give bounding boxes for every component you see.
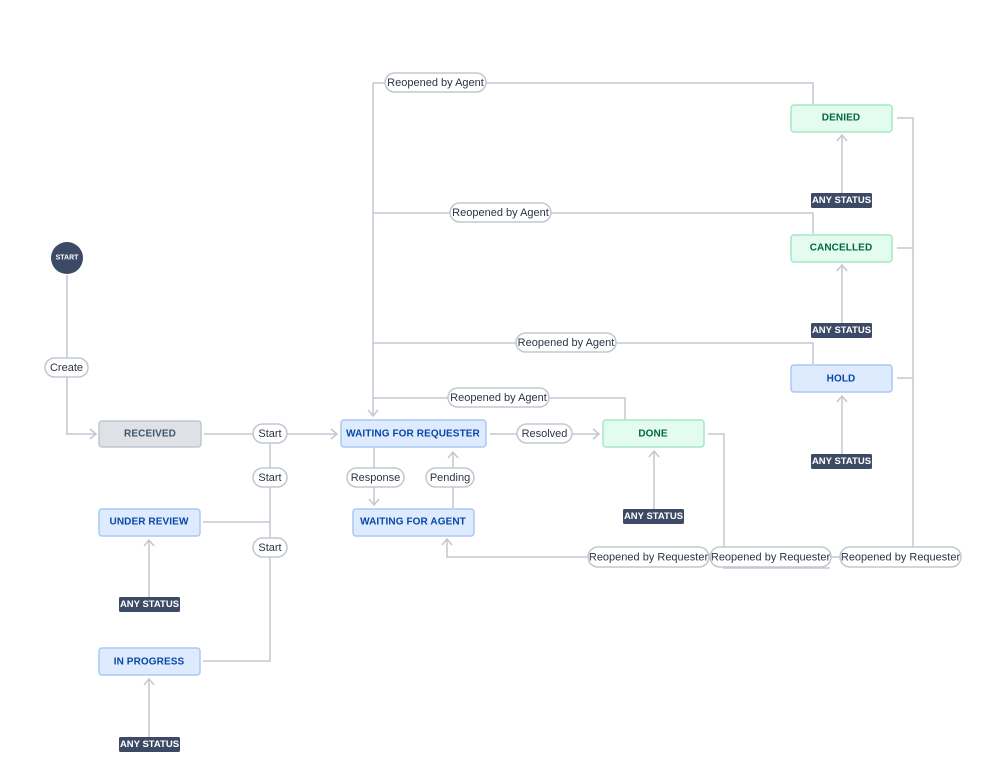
status-done[interactable]: DONE: [602, 419, 705, 448]
transition-label: Start: [258, 472, 281, 484]
status-received[interactable]: RECEIVED: [98, 420, 202, 448]
edge-agent-denied: [373, 82, 814, 104]
arrow-resolved: [592, 428, 601, 440]
status-label: HOLD: [827, 374, 856, 385]
transition-reopened-by-agent-4[interactable]: Reopened by Agent: [447, 387, 550, 408]
transition-reopened-by-requester-2[interactable]: Reopened by Requester: [709, 546, 832, 568]
transition-start-1[interactable]: Start: [252, 423, 288, 444]
any-status-label: ANY STATUS: [812, 325, 871, 336]
status-cancelled[interactable]: CANCELLED: [790, 234, 893, 263]
edge-start-2: [203, 434, 271, 662]
transition-label: Reopened by Agent: [518, 337, 615, 349]
any-status-in-progress[interactable]: ANY STATUS: [119, 737, 180, 752]
status-under-review[interactable]: UNDER REVIEW: [98, 508, 201, 537]
arrow-pending: [447, 450, 459, 459]
arrow-any-cancelled: [836, 263, 848, 272]
any-status-cancelled[interactable]: ANY STATUS: [811, 323, 872, 338]
arrow-response: [368, 498, 380, 507]
any-status-label: ANY STATUS: [812, 456, 871, 467]
arrow-create: [89, 428, 98, 440]
any-status-label: ANY STATUS: [120, 739, 179, 750]
status-waiting-for-requester[interactable]: WAITING FOR REQUESTER: [340, 419, 487, 448]
transition-label: Resolved: [522, 428, 568, 440]
arrow-start-1: [330, 428, 339, 440]
transition-reopened-by-agent-3[interactable]: Reopened by Agent: [515, 332, 617, 353]
any-status-label: ANY STATUS: [120, 599, 179, 610]
any-status-hold[interactable]: ANY STATUS: [811, 454, 872, 469]
status-label: WAITING FOR REQUESTER: [346, 429, 480, 440]
start-circle: [51, 242, 83, 274]
arrow-any-under-review: [143, 538, 155, 547]
transition-label: Response: [351, 472, 401, 484]
status-label: DONE: [638, 429, 668, 440]
start-node[interactable]: START: [51, 242, 83, 274]
arrow-any-denied: [836, 133, 848, 142]
any-status-label: ANY STATUS: [624, 511, 683, 522]
status-label: RECEIVED: [124, 429, 176, 440]
status-label: CANCELLED: [810, 243, 873, 254]
status-label: DENIED: [822, 113, 860, 124]
transition-label: Start: [258, 542, 281, 554]
transition-pending[interactable]: Pending: [425, 467, 475, 488]
arrow-any-done: [648, 449, 660, 458]
transition-reopened-by-requester-3[interactable]: Reopened by Requester: [839, 546, 962, 568]
status-label: WAITING FOR AGENT: [360, 517, 466, 528]
transition-label: Reopened by Agent: [387, 77, 484, 89]
status-waiting-for-agent[interactable]: WAITING FOR AGENT: [352, 508, 475, 537]
arrow-any-hold: [836, 394, 848, 403]
any-status-denied[interactable]: ANY STATUS: [811, 193, 872, 208]
any-status-label: ANY STATUS: [812, 195, 871, 206]
any-status-under-review[interactable]: ANY STATUS: [119, 597, 180, 612]
edge-create: [66, 275, 96, 435]
transition-start-2[interactable]: Start: [252, 467, 288, 488]
transition-label: Reopened by Requester: [841, 552, 961, 564]
transition-label: Reopened by Agent: [452, 207, 549, 219]
status-label: IN PROGRESS: [114, 657, 185, 668]
transition-resolved[interactable]: Resolved: [516, 423, 573, 444]
transition-label: Pending: [430, 472, 470, 484]
transition-start-3[interactable]: Start: [252, 537, 288, 558]
arrow-requester: [441, 537, 453, 546]
status-in-progress[interactable]: IN PROGRESS: [98, 647, 201, 676]
transition-reopened-by-requester-1[interactable]: Reopened by Requester: [587, 546, 710, 568]
transition-label: Reopened by Requester: [589, 552, 709, 564]
transition-create[interactable]: Create: [44, 357, 89, 378]
transition-reopened-by-agent-2[interactable]: Reopened by Agent: [449, 202, 552, 223]
transition-response[interactable]: Response: [346, 467, 405, 488]
edge-agent-cancelled: [373, 212, 814, 234]
status-label: UNDER REVIEW: [110, 517, 189, 528]
transition-reopened-by-agent-1[interactable]: Reopened by Agent: [384, 72, 487, 93]
transition-label: Create: [50, 362, 83, 374]
any-status-done[interactable]: ANY STATUS: [623, 509, 684, 524]
transition-lines: [66, 82, 914, 737]
edge-requester-done: [708, 433, 830, 569]
start-label: START: [56, 255, 80, 262]
arrow-any-in-progress: [143, 677, 155, 686]
transition-label: Reopened by Agent: [450, 392, 547, 404]
transition-label: Start: [258, 428, 281, 440]
transition-label: Reopened by Requester: [711, 552, 831, 564]
status-denied[interactable]: DENIED: [790, 104, 893, 133]
arrow-agent-trunk: [367, 409, 379, 418]
status-hold[interactable]: HOLD: [790, 364, 893, 393]
